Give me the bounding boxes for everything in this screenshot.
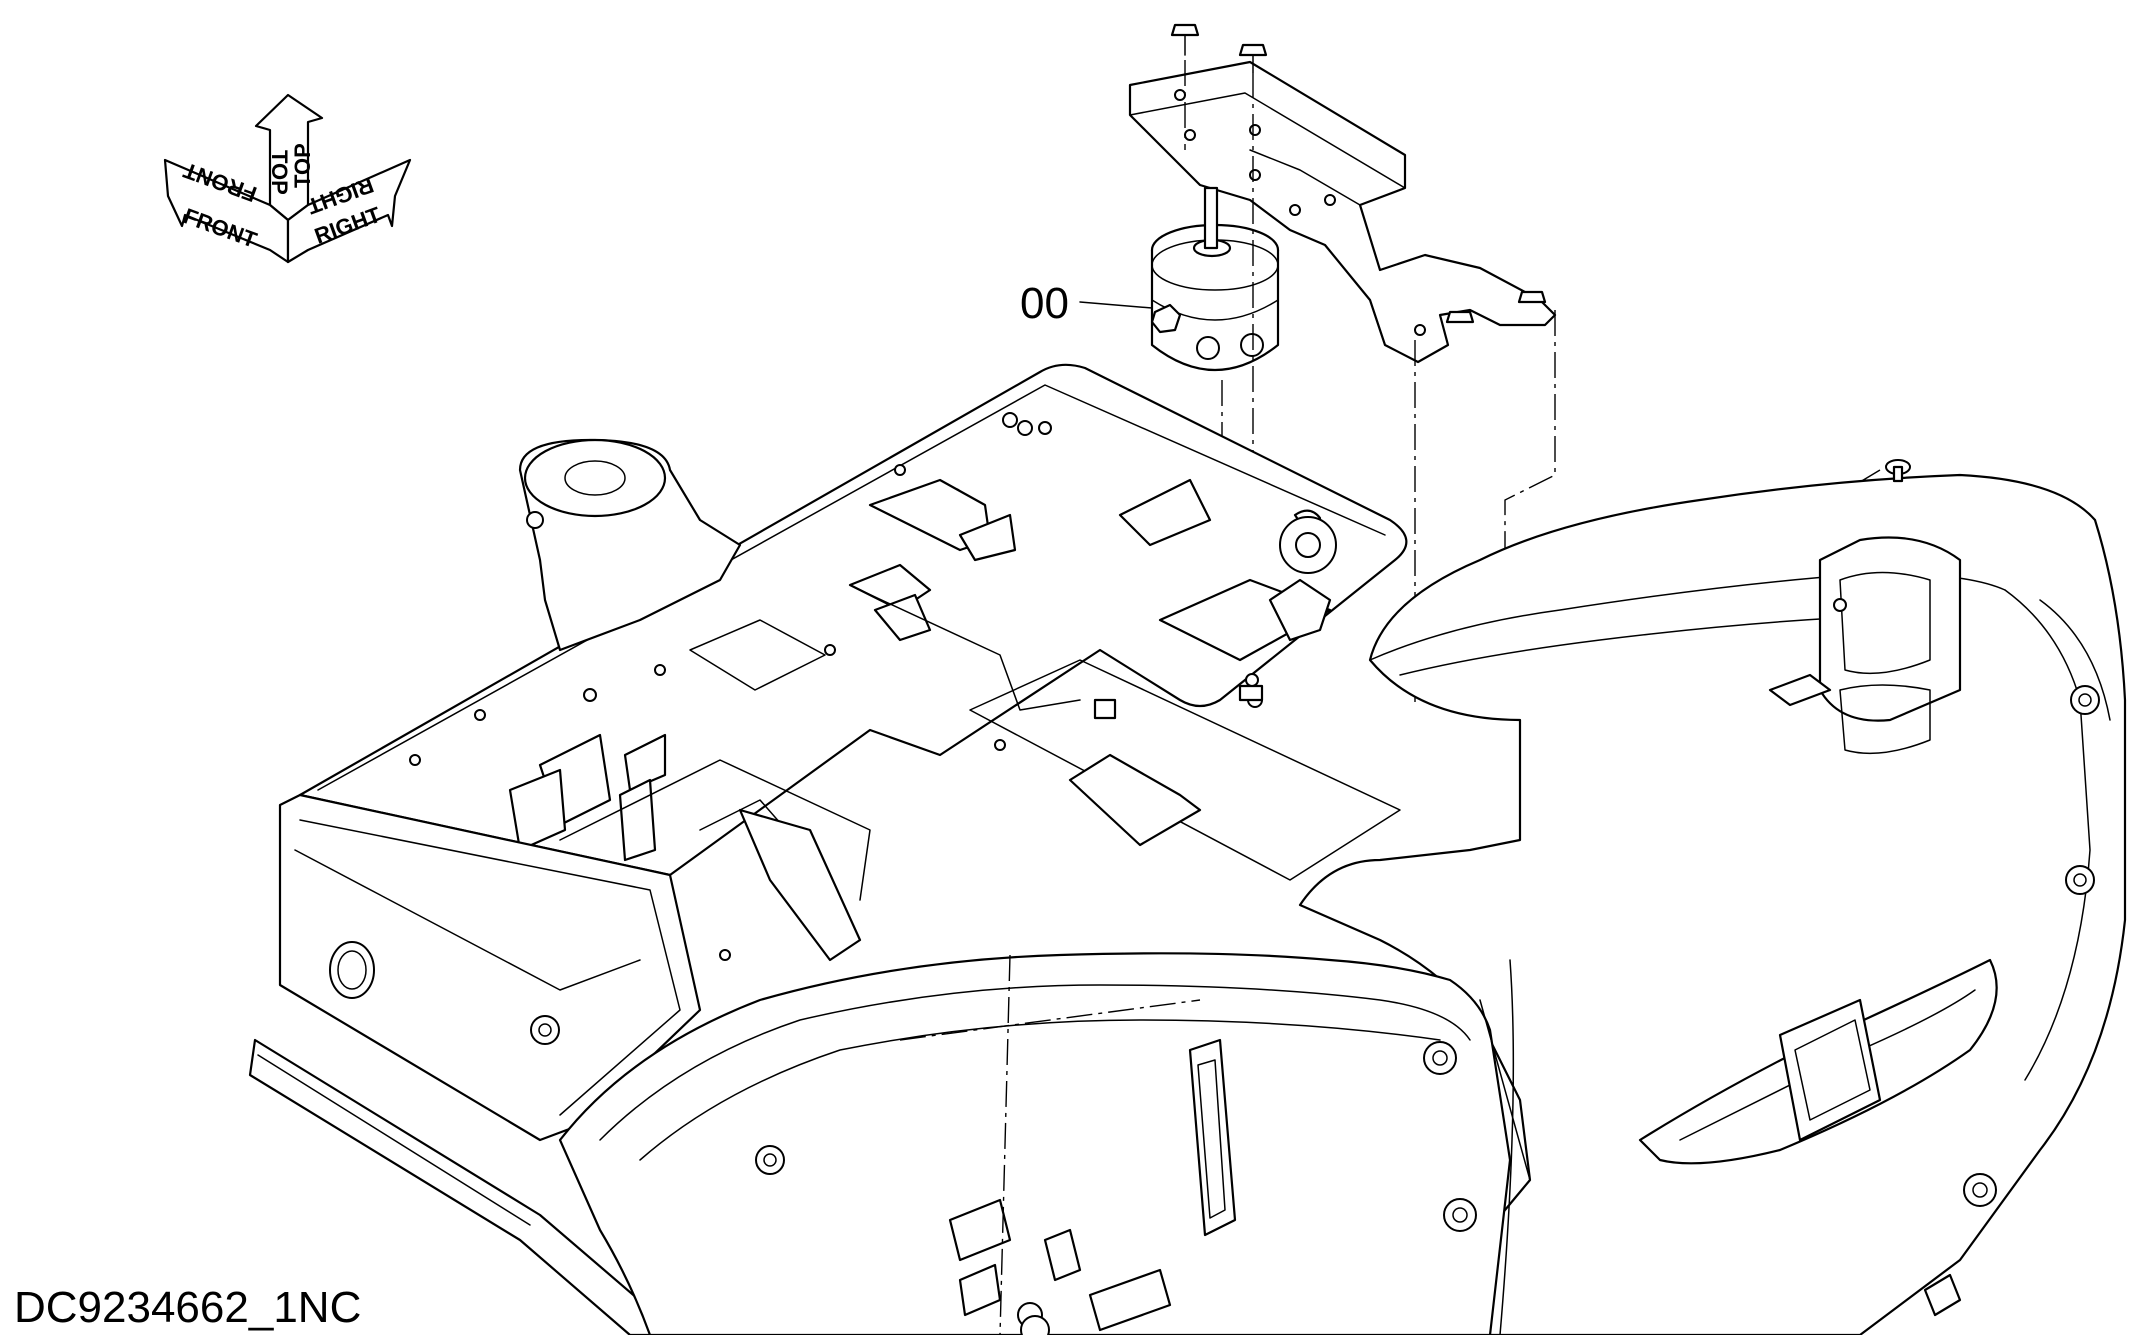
document-id: DC9234662_1NC [14, 1283, 361, 1332]
bolt-icon [1885, 459, 1911, 483]
bolt-icon [1238, 673, 1264, 702]
bolt-icon [1238, 43, 1268, 73]
bolt-icon [1443, 1198, 1477, 1232]
bolt-icon [2070, 685, 2100, 715]
bolt-icon [1423, 1041, 1457, 1075]
bolt-icon [1517, 290, 1547, 304]
callout-part-number: 00 [1020, 279, 1069, 328]
bolt-icon [2065, 865, 2095, 895]
part-component [1150, 186, 1280, 371]
top-label: TOP [267, 150, 292, 195]
right-arrow-icon [286, 158, 412, 264]
orientation-indicator: FRONT FRONT TOP TOP RIGHT RIGHT [163, 93, 412, 264]
bolt-icon [1170, 23, 1200, 56]
top-label-mirror: TOP [290, 143, 315, 188]
center-line [999, 954, 1011, 1335]
center-line [899, 999, 1201, 1041]
callout-leader [1079, 301, 1153, 309]
side-body [248, 793, 1531, 1335]
bolt-icon [1445, 310, 1475, 324]
bolt-icon [1963, 1173, 1997, 1207]
mounting-bracket [1128, 23, 1557, 364]
counterweight [1298, 459, 2127, 1335]
bolt-icon [530, 1015, 560, 1045]
bolt-icon [755, 1145, 785, 1175]
swing-boss [518, 438, 742, 652]
front-arrow-icon [163, 158, 290, 264]
